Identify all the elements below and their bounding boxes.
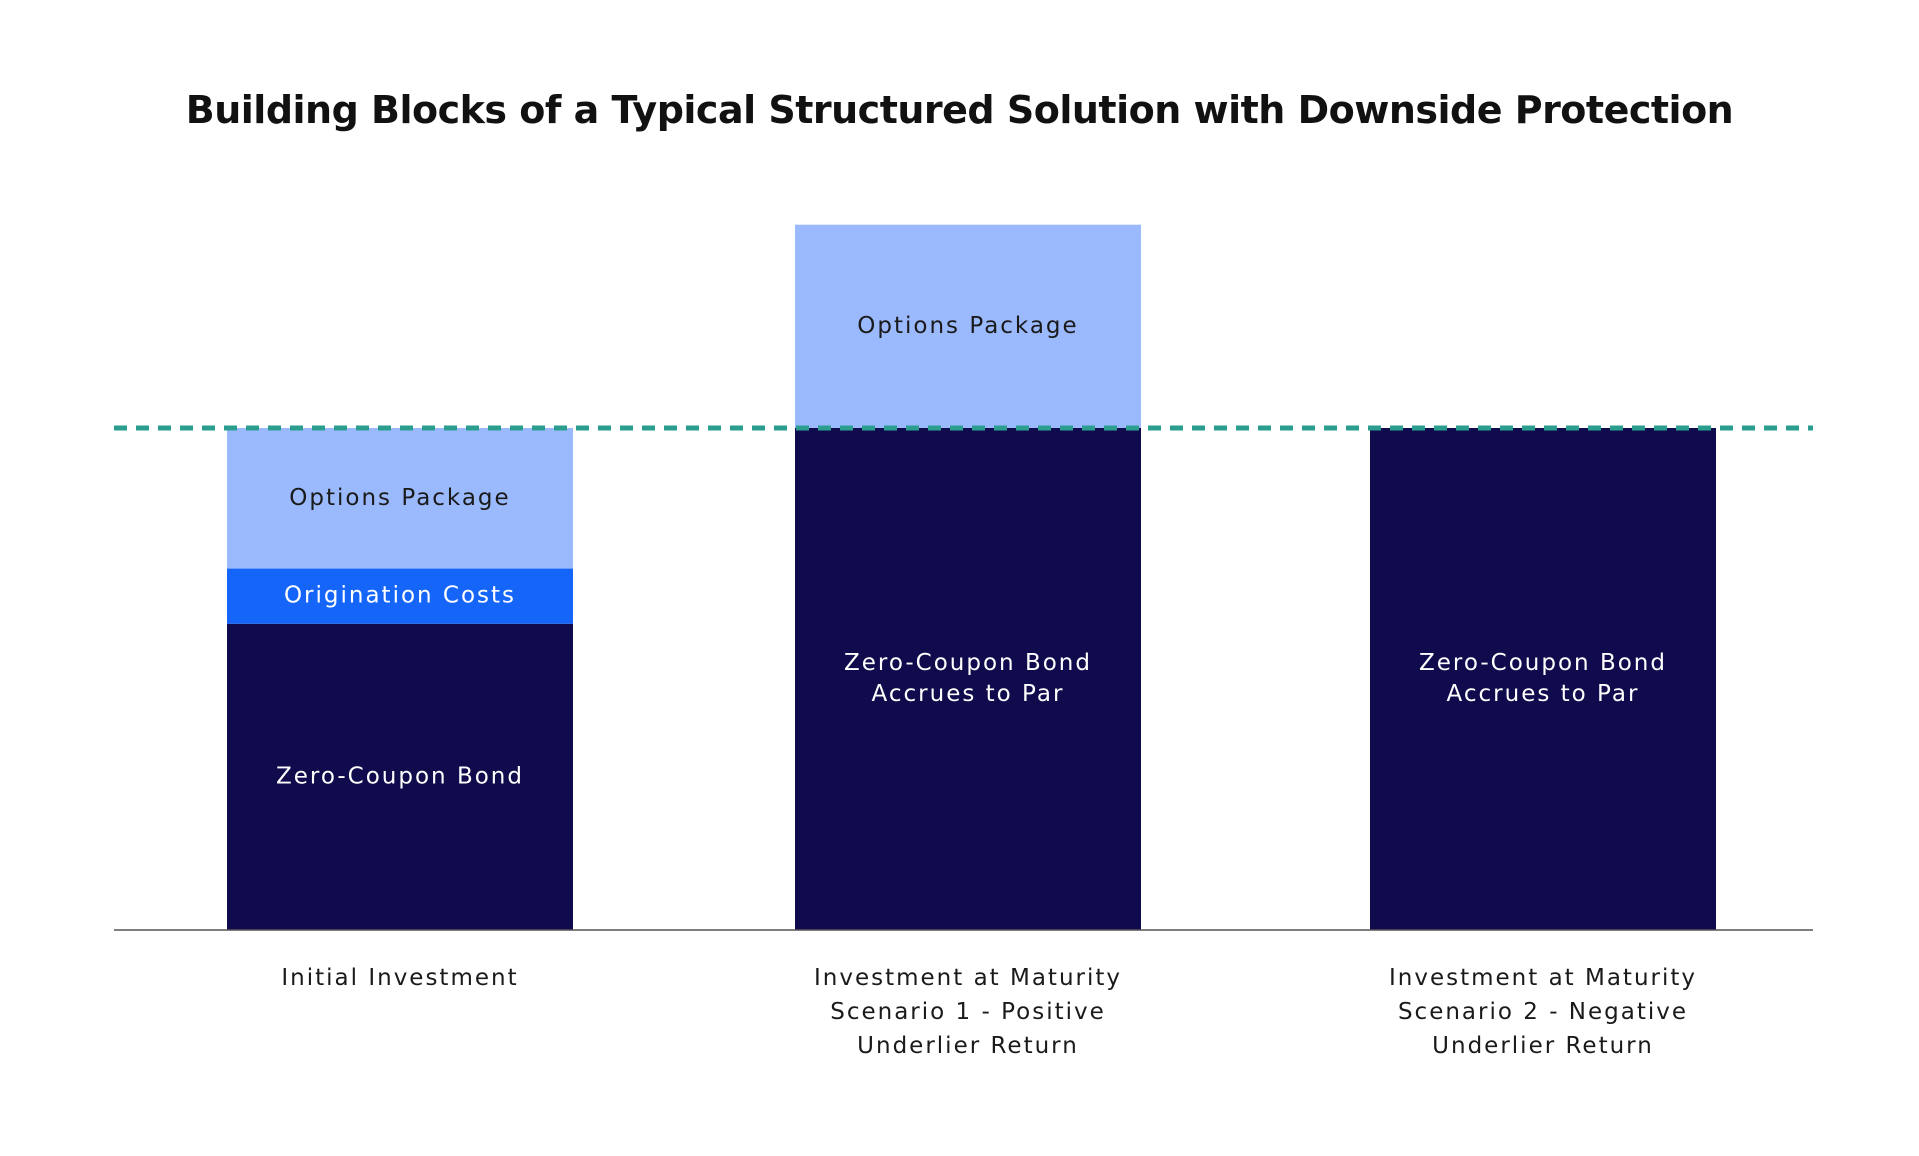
- segment-label: Options Package: [857, 313, 1078, 339]
- category-label: Investment at Maturity: [814, 965, 1122, 991]
- category-label: Underlier Return: [1432, 1033, 1654, 1059]
- segment-label: Zero-Coupon Bond: [844, 650, 1092, 676]
- segment-label: Origination Costs: [284, 583, 516, 609]
- category-label: Scenario 2 - Negative: [1398, 999, 1688, 1025]
- segment-label: Accrues to Par: [872, 681, 1065, 707]
- category-label: Investment at Maturity: [1389, 965, 1697, 991]
- category-label: Initial Investment: [281, 965, 518, 991]
- category-label: Underlier Return: [857, 1033, 1079, 1059]
- segment-label: Accrues to Par: [1447, 681, 1640, 707]
- bar-1-segment-2: [227, 568, 573, 624]
- segment-label: Options Package: [289, 485, 510, 511]
- category-label: Scenario 1 - Positive: [830, 999, 1106, 1025]
- segment-label: Zero-Coupon Bond: [1419, 650, 1667, 676]
- bar-1-segment-1: [227, 623, 573, 930]
- bar-3-segment-1: [1370, 428, 1716, 930]
- bar-2-segment-2: [795, 224, 1141, 428]
- bar-2-segment-1: [795, 428, 1141, 930]
- bar-1-segment-3: [227, 428, 573, 569]
- segment-label: Zero-Coupon Bond: [276, 763, 524, 789]
- chart-title: Building Blocks of a Typical Structured …: [185, 88, 1734, 132]
